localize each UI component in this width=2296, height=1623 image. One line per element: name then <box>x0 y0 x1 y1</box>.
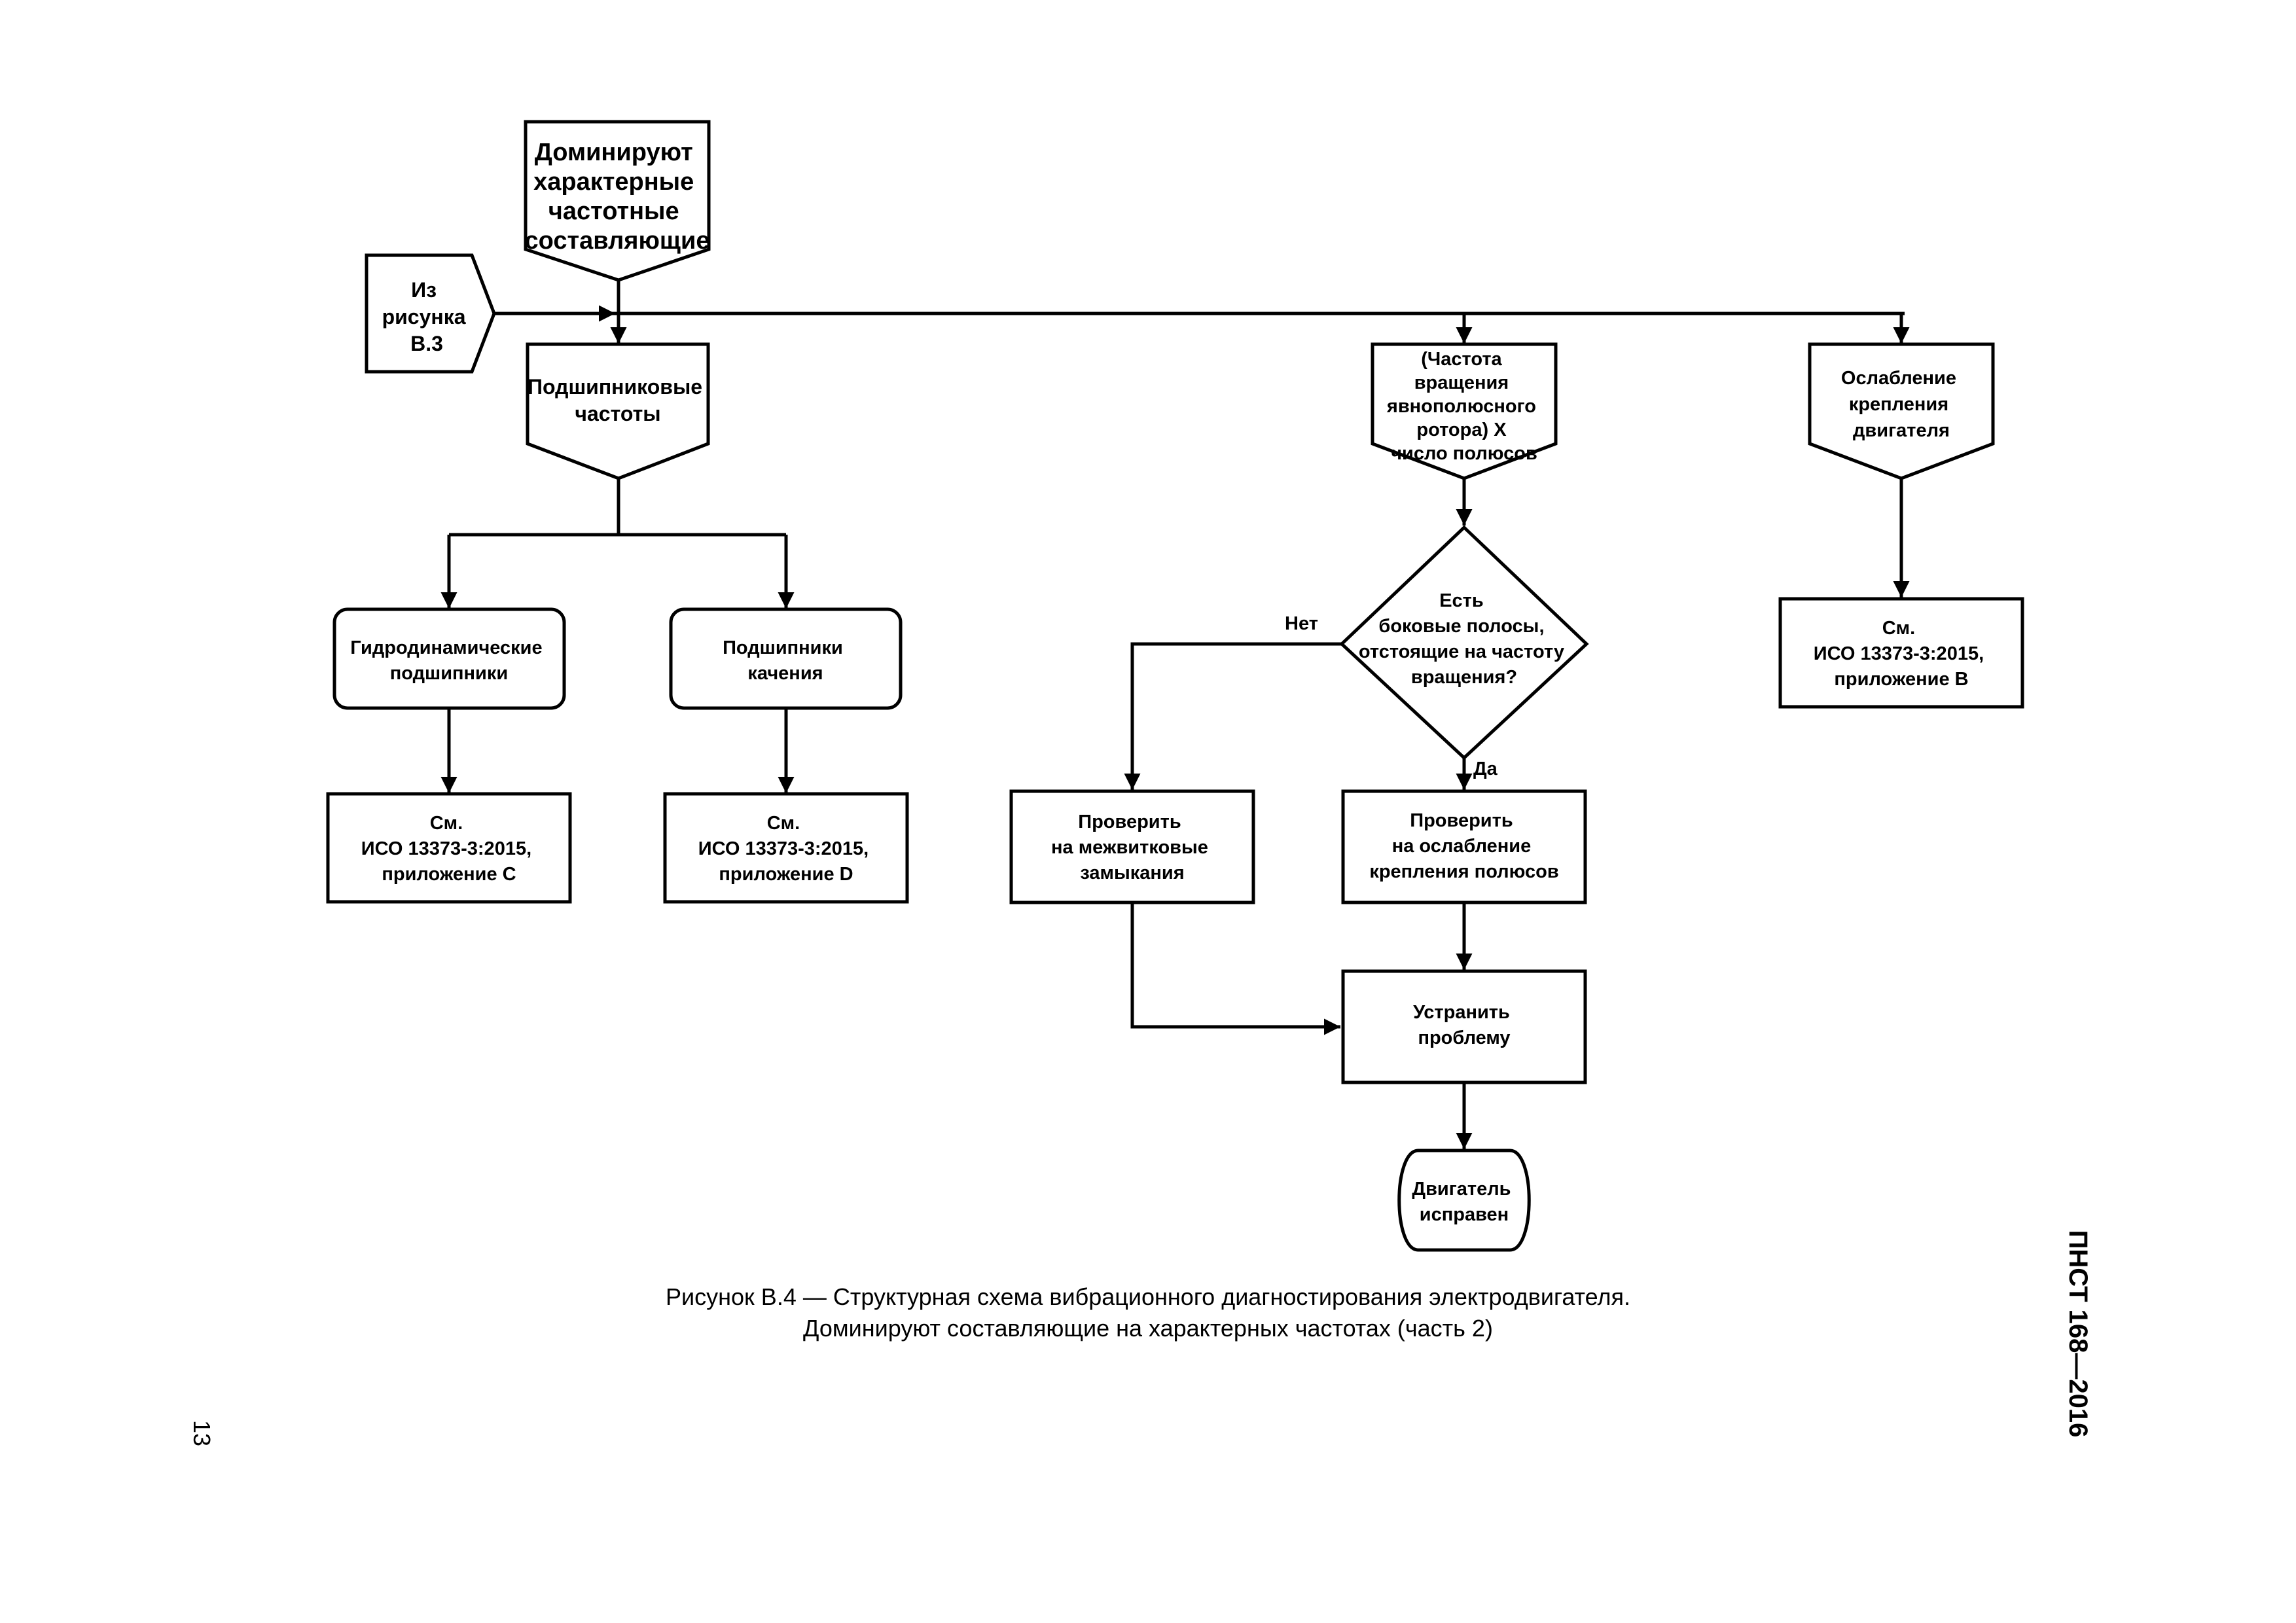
svg-text:Проверить на межвитковые: Проверить на межвитковые замыкания <box>1051 812 1213 883</box>
svg-text:(Частота вращения: (Частота вращения явнополюсного ротора) … <box>1386 349 1541 464</box>
node-rolling-line-1: Подшипники <box>723 637 843 658</box>
node-from-fig-line-1: Из <box>411 278 437 302</box>
svg-text:Проверить на ослабление: Проверить на ослабление крепления полюсо… <box>1369 810 1558 882</box>
edge-label-yes: Да <box>1473 758 1498 779</box>
svg-text:См. ИСО 13373-3:2015,: См. ИСО 13373-3:2015, приложение В <box>1814 618 1989 690</box>
node-ok: Двигатель исправен <box>1397 1149 1531 1252</box>
node-sidebands-line-3: отстоящие на частоту <box>1359 641 1564 662</box>
figure-caption-line-1: Рисунок В.4 — Структурная схема вибрацио… <box>666 1283 1630 1310</box>
svg-text:Из рисунка B.3: Из рисунка B.3 <box>382 278 472 355</box>
node-from-fig-line-2: рисунка <box>382 305 466 329</box>
node-ok-line-1: Двигатель <box>1412 1179 1511 1200</box>
node-fix-line-2: проблему <box>1418 1027 1510 1048</box>
node-bearing-freq-line-1: Подшипниковые <box>528 375 702 399</box>
svg-text:Двигатель исправен: Двигатель исправен <box>1412 1179 1516 1225</box>
node-hydro: Гидродинамические подшипники <box>332 607 566 710</box>
node-check-turns-line-3: замыкания <box>1080 863 1184 883</box>
node-loosening-line-2: крепления <box>1849 394 1948 415</box>
node-rolling: Подшипники качения <box>669 607 903 710</box>
svg-text:Ослабление крепления: Ослабление крепления двигателя <box>1841 368 1962 441</box>
svg-text:Есть боковые полосы,: Есть боковые полосы, отстоящие на частот… <box>1359 590 1570 688</box>
node-check-poles-line-3: крепления полюсов <box>1369 861 1558 882</box>
node-hydro-line-1: Гидродинамические <box>350 637 542 658</box>
node-iso-c: См. ИСО 13373-3:2015, приложение С <box>326 792 572 904</box>
node-dominant-line-2: характерные <box>533 168 694 196</box>
node-hydro-line-2: подшипники <box>390 663 508 684</box>
node-iso-b-line-2: ИСО 13373-3:2015, <box>1814 643 1984 664</box>
svg-text:Подшипниковые частоты: Подшипниковые частоты <box>528 375 708 425</box>
figure-caption-line-2: Доминируют составляющие на характерных ч… <box>803 1315 1493 1342</box>
node-iso-c-line-1: См. <box>430 813 463 834</box>
node-check-poles: Проверить на ослабление крепления полюсо… <box>1341 789 1587 904</box>
node-fix: Устранить проблему <box>1341 969 1587 1084</box>
node-iso-b-line-3: приложение В <box>1834 669 1968 690</box>
node-iso-b: См. ИСО 13373-3:2015, приложение В <box>1778 597 2024 709</box>
node-iso-d: См. ИСО 13373-3:2015, приложение D <box>663 792 909 904</box>
node-pole-freq-line-2: вращения <box>1414 372 1509 393</box>
node-loosening: Ослабление крепления двигателя <box>1808 342 1995 480</box>
document-id: ПНСТ 168—2016 <box>2064 1230 2092 1438</box>
node-dominant-line-1: Доминируют <box>535 139 693 166</box>
edge-sidebands-no-to-check-turns <box>1124 642 1342 790</box>
node-check-poles-line-1: Проверить <box>1410 810 1513 831</box>
svg-text:Гидродинамические подшип: Гидродинамические подшипники <box>350 637 547 684</box>
node-pole-freq-line-4: ротора) X <box>1416 419 1507 440</box>
node-sidebands: Есть боковые полосы, отстоящие на частот… <box>1339 525 1589 760</box>
edges <box>440 278 1910 1149</box>
edge-check-turns-to-fix <box>1130 903 1340 1035</box>
node-pole-freq-line-3: явнополюсного <box>1386 396 1536 417</box>
node-check-turns-line-1: Проверить <box>1078 812 1181 832</box>
node-iso-d-line-2: ИСО 13373-3:2015, <box>698 838 869 859</box>
node-iso-b-line-1: См. <box>1882 618 1915 639</box>
svg-text:Подшипники качения: Подшипники качения <box>723 637 848 684</box>
node-iso-c-line-2: ИСО 13373-3:2015, <box>361 838 531 859</box>
node-pole-freq-line-5: число полюсов <box>1391 443 1537 464</box>
page-number: 13 <box>188 1420 215 1447</box>
node-dominant-line-3: частотные <box>548 198 679 225</box>
node-ok-line-2: исправен <box>1420 1204 1509 1225</box>
figure-caption: Рисунок В.4 — Структурная схема вибрацио… <box>493 1281 1803 1344</box>
node-rolling-line-2: качения <box>747 663 823 684</box>
edge-label-no: Нет <box>1285 613 1318 634</box>
node-pole-freq-line-1: (Частота <box>1421 349 1502 370</box>
node-iso-d-line-1: См. <box>767 813 800 834</box>
node-check-turns-line-2: на межвитковые <box>1051 837 1208 858</box>
node-sidebands-line-2: боковые полосы, <box>1378 616 1544 637</box>
node-bearing-freq: Подшипниковые частоты <box>526 342 710 480</box>
node-loosening-line-3: двигателя <box>1853 420 1950 441</box>
node-iso-c-line-3: приложение С <box>382 864 516 885</box>
node-pole-freq: (Частота вращения явнополюсного ротора) … <box>1371 342 1558 480</box>
node-dominant: Доминируют характерные частотные составл… <box>524 120 711 282</box>
node-check-turns: Проверить на межвитковые замыкания <box>1009 789 1255 904</box>
node-fix-line-1: Устранить <box>1413 1002 1510 1023</box>
node-sidebands-line-1: Есть <box>1439 590 1484 611</box>
node-check-poles-line-2: на ослабление <box>1392 836 1532 857</box>
node-sidebands-line-4: вращения? <box>1411 667 1517 688</box>
node-from-fig: Из рисунка B.3 <box>365 253 496 374</box>
node-bearing-freq-line-2: частоты <box>575 402 660 425</box>
node-from-fig-line-3: B.3 <box>410 332 443 355</box>
node-dominant-line-4: составляющие <box>525 227 710 255</box>
svg-text:Устранить проблему: Устранить проблему <box>1413 1002 1515 1048</box>
svg-text:См. ИСО 13373-3:2015,: См. ИСО 13373-3:2015, приложение D <box>698 813 874 885</box>
node-iso-d-line-3: приложение D <box>719 864 853 885</box>
node-loosening-line-1: Ослабление <box>1841 368 1956 389</box>
svg-text:См. ИСО 13373-3:2015,: См. ИСО 13373-3:2015, приложение С <box>361 813 537 885</box>
svg-text:Доминируют характерные: Доминируют характерные частотные составл… <box>525 139 710 255</box>
